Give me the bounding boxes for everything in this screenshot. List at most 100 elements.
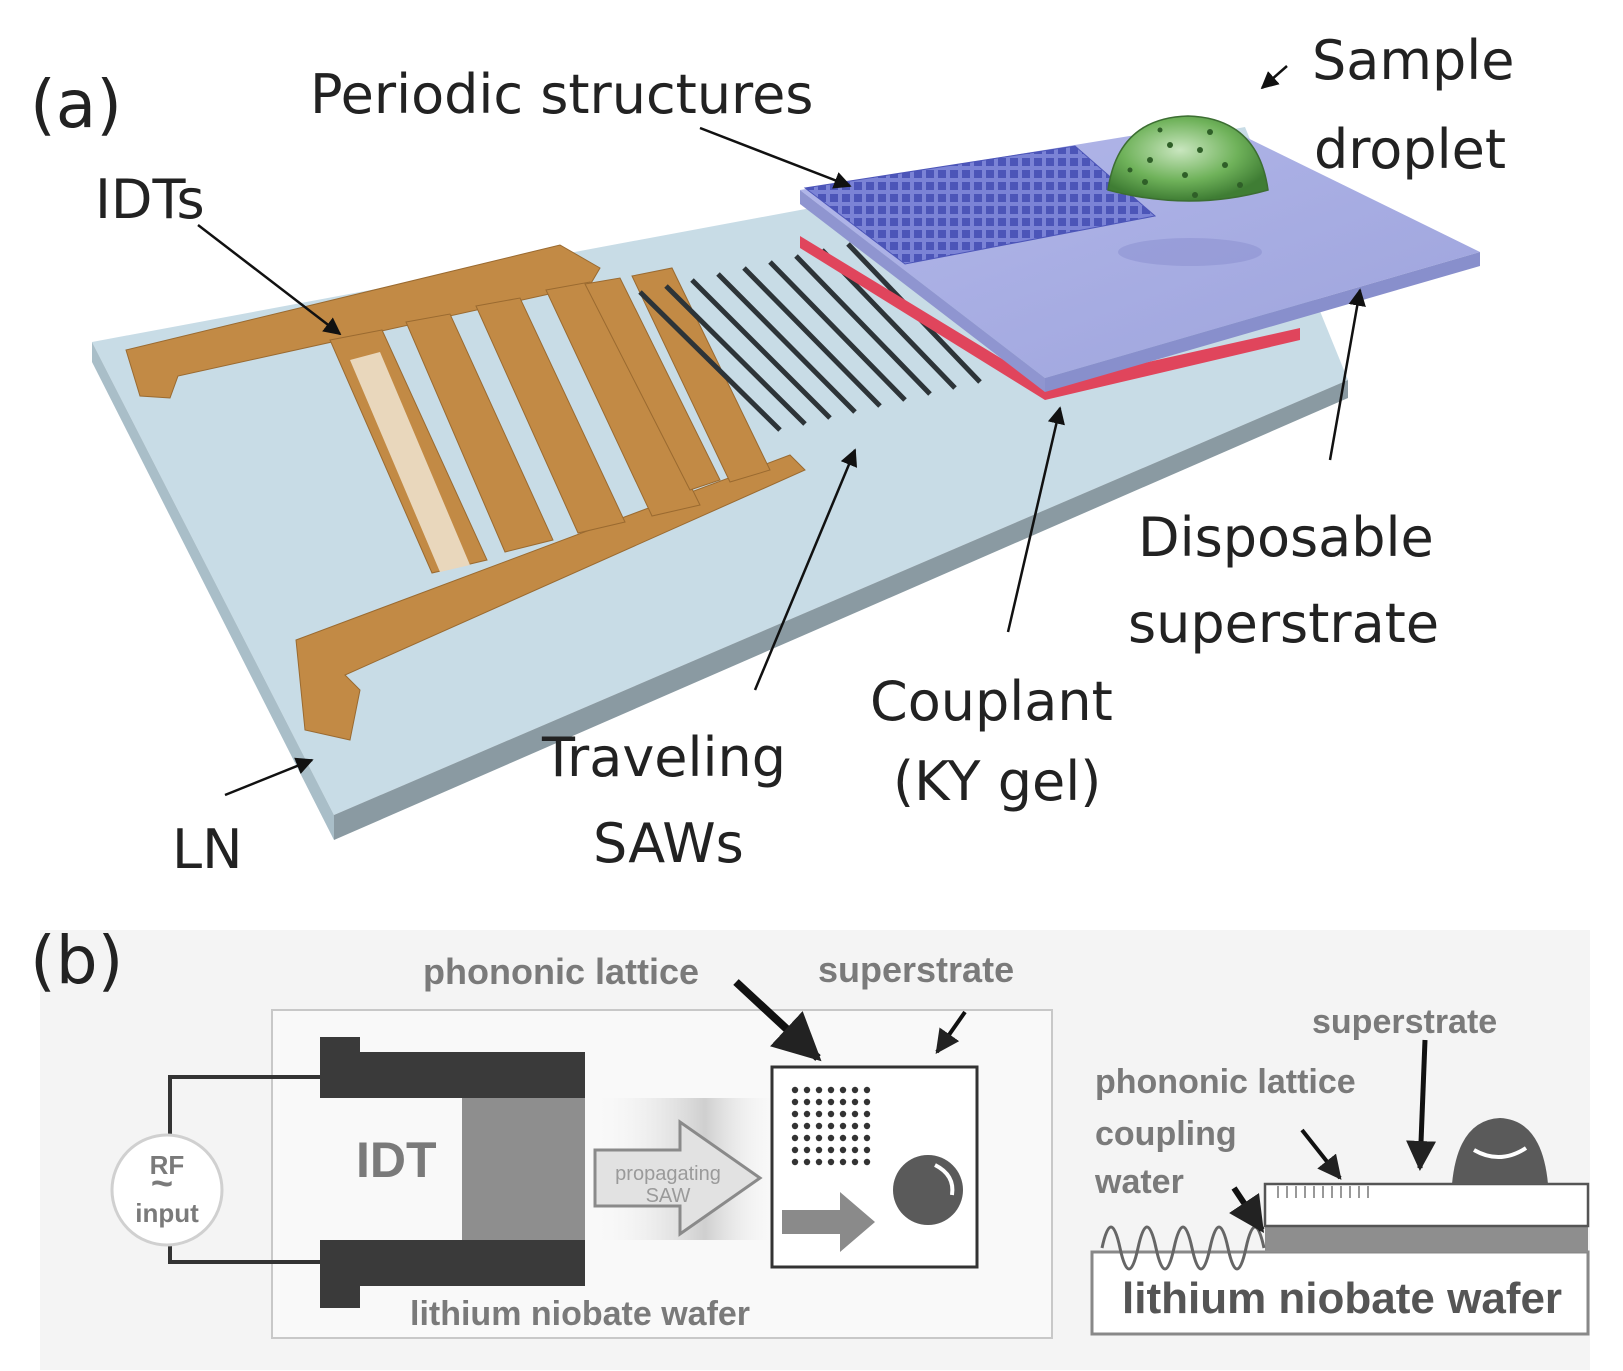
ln-label: LN [172, 818, 242, 881]
lattice-dot [851, 1146, 859, 1154]
side-superstrate-label: superstrate [1312, 1003, 1497, 1041]
side-lattice-arrow [1300, 1128, 1342, 1180]
lattice-dot [791, 1158, 799, 1166]
lattice-dot [827, 1158, 835, 1166]
periodic-structures-label: Periodic structures [310, 63, 813, 126]
lattice-dot [851, 1158, 859, 1166]
inner-saw-arrow [782, 1192, 875, 1252]
sample-droplet-label-line2: droplet [1314, 118, 1506, 181]
lattice-dot [851, 1110, 859, 1118]
idt-label: IDT [356, 1132, 437, 1188]
propagating-label-line1: propagating [615, 1163, 721, 1185]
side-coupling-water [1265, 1226, 1588, 1252]
lattice-dot [839, 1134, 847, 1142]
sample-droplet-label-line1: Sample [1312, 29, 1514, 92]
panel-a-label: (a) [30, 66, 122, 143]
lattice-dot [815, 1098, 823, 1106]
lattice-dot [839, 1122, 847, 1130]
lattice-dot [827, 1098, 835, 1106]
phononic-lattice-label: phononic lattice [423, 951, 699, 992]
idt-fingers [462, 1098, 585, 1240]
superstrate-label: superstrate [818, 949, 1014, 990]
lattice-dot [851, 1098, 859, 1106]
lattice-dot [803, 1086, 811, 1094]
lattice-dot [791, 1086, 799, 1094]
superstrate-arrow [935, 1010, 967, 1054]
lattice-dot [791, 1110, 799, 1118]
side-view: superstrate phononic lattice coupling wa… [1090, 1003, 1590, 1336]
lattice-dot [791, 1122, 799, 1130]
lattice-dot [815, 1086, 823, 1094]
side-phononic-lattice-label: phononic lattice [1095, 1063, 1356, 1101]
lattice-dot [827, 1110, 835, 1118]
lattice-dot [791, 1098, 799, 1106]
panel-b: (b) RF ~ input IDT propagating SAW [30, 922, 1590, 1370]
lattice-dot [851, 1122, 859, 1130]
wafer-label: lithium niobate wafer [410, 1295, 750, 1333]
lattice-dot [863, 1110, 871, 1118]
lattice-dot [791, 1146, 799, 1154]
rf-label: RF [150, 1150, 185, 1180]
lattice-dot [815, 1122, 823, 1130]
lattice-dot [815, 1110, 823, 1118]
phononic-lattice-dots [791, 1086, 871, 1166]
lattice-dot [803, 1146, 811, 1154]
lattice-dot [851, 1134, 859, 1142]
top-view: RF ~ input IDT propagating SAW [110, 949, 1053, 1339]
lattice-dot [815, 1158, 823, 1166]
idt-bottom-bus [320, 1240, 585, 1286]
lattice-dot [791, 1134, 799, 1142]
side-superstrate-arrow [1406, 1039, 1437, 1171]
couplant-label-line2: (KY gel) [893, 750, 1101, 813]
lattice-dot [839, 1146, 847, 1154]
lattice-dot [863, 1158, 871, 1166]
lattice-dot [803, 1122, 811, 1130]
side-wafer [1090, 1250, 1590, 1336]
lattice-dot [863, 1146, 871, 1154]
lattice-dot [839, 1098, 847, 1106]
propagating-saw-arrow [593, 1119, 763, 1237]
superstrate-stack [800, 115, 1480, 400]
traveling-saws-label-line1: Traveling [541, 726, 786, 789]
panel-b-label: (b) [30, 922, 123, 999]
input-label: input [135, 1198, 199, 1228]
lattice-dot [803, 1110, 811, 1118]
lattice-dot [827, 1146, 835, 1154]
rf-source-icon [110, 1133, 224, 1247]
phononic-lattice-arrow [733, 979, 822, 1062]
coupling-water-arrow [1229, 1186, 1265, 1233]
lattice-dot [827, 1122, 835, 1130]
lattice-dot [863, 1086, 871, 1094]
disposable-superstrate-label-line2: superstrate [1128, 592, 1439, 655]
side-saw-wave [1100, 1225, 1266, 1271]
coupling-label-line2: water [1094, 1163, 1184, 1201]
side-lattice [1277, 1186, 1369, 1198]
side-superstrate [1263, 1182, 1590, 1228]
panel-a-arrows [197, 65, 1366, 797]
propagating-label-line2: SAW [646, 1185, 691, 1207]
couplant-label-line1: Couplant [870, 670, 1113, 733]
sample-droplet [1107, 115, 1269, 202]
panel-a: (a) Periodic structures Sample droplet I… [30, 29, 1514, 881]
lattice-dot [815, 1146, 823, 1154]
lattice-dot [815, 1134, 823, 1142]
lattice-dot [839, 1086, 847, 1094]
coupling-label-line1: coupling [1095, 1115, 1237, 1153]
side-wafer-label: lithium niobate wafer [1122, 1274, 1562, 1323]
side-droplet [1452, 1118, 1548, 1184]
saw-wavefronts [638, 242, 982, 432]
lattice-dot [863, 1134, 871, 1142]
lattice-dot [863, 1122, 871, 1130]
idts-label: IDTs [95, 168, 205, 231]
disposable-superstrate-label-line1: Disposable [1138, 506, 1434, 569]
lattice-dot [839, 1110, 847, 1118]
lattice-dot [827, 1134, 835, 1142]
lattice-dot [803, 1134, 811, 1142]
lattice-dot [851, 1086, 859, 1094]
lattice-dot [803, 1098, 811, 1106]
lattice-dot [827, 1086, 835, 1094]
lattice-dot [839, 1158, 847, 1166]
lattice-dot [803, 1158, 811, 1166]
traveling-saws-label-line2: SAWs [593, 812, 744, 875]
